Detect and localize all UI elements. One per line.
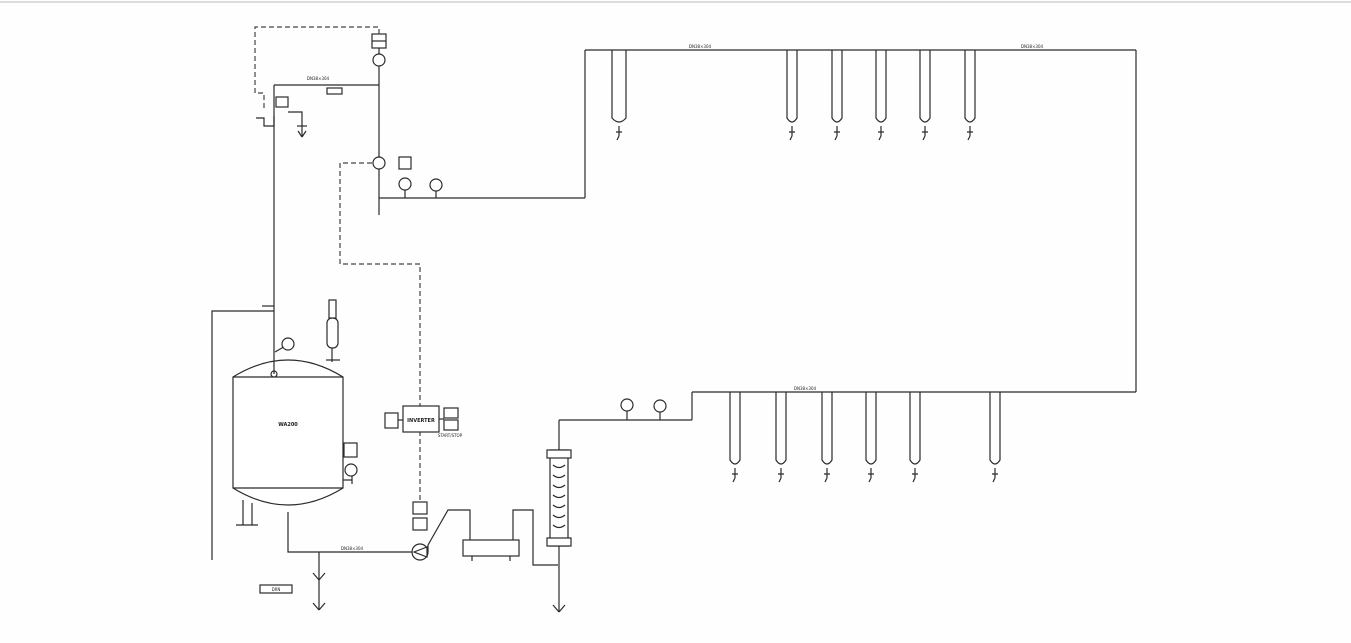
inverter-panel: INVERTER START/STOP	[384, 405, 463, 438]
lower-distribution: DN38×304	[559, 386, 1136, 421]
lower-drop-5	[909, 392, 921, 465]
pump-outlet: DRN DN38×304	[259, 501, 471, 611]
lower-valve-2	[778, 468, 784, 483]
lower-drop-4	[865, 392, 877, 465]
lower-valve-3	[824, 468, 830, 483]
heat-exchanger	[546, 420, 572, 613]
inverter-sub-label: START/STOP	[438, 433, 463, 438]
use-point-drops	[611, 50, 1001, 483]
supply-header	[372, 85, 585, 215]
pipe-spec-upper-1: DN38×304	[689, 44, 712, 49]
drain-box-label: DRN	[272, 587, 281, 592]
lower-drop-1	[729, 392, 741, 465]
pipe-spec-return: DN38×304	[307, 76, 330, 81]
upper-valve-6	[967, 126, 973, 141]
storage-tank: WA200	[232, 359, 344, 526]
pipe-spec-upper-2: DN38×304	[1021, 44, 1044, 49]
filter-housing	[462, 509, 558, 566]
upper-valve-5	[922, 126, 928, 141]
upper-valve-4	[878, 126, 884, 141]
lower-valve-4	[868, 468, 874, 483]
upper-distribution: DN38×304 DN38×304 DN38×304	[307, 44, 1137, 392]
lower-valve-5	[912, 468, 918, 483]
upper-drop-2	[786, 50, 798, 123]
return-line	[211, 65, 380, 560]
lower-valve-6	[992, 468, 998, 483]
lower-drop-6	[989, 392, 1001, 465]
inverter-label: INVERTER	[407, 418, 435, 424]
upper-drop-4	[875, 50, 887, 123]
lower-drop-2	[775, 392, 787, 465]
vent-filter	[326, 299, 340, 362]
upper-drop-1	[611, 50, 627, 123]
signal-line-top	[254, 26, 380, 110]
signal-line-inverter	[339, 162, 421, 406]
pipe-spec-pump: DN38×304	[341, 546, 364, 551]
pipe-spec-lower: DN38×304	[794, 386, 817, 391]
upper-valve-3	[834, 126, 840, 141]
upper-valve-2	[789, 126, 795, 141]
lower-valve-1	[732, 468, 738, 483]
upper-drop-6	[964, 50, 976, 123]
lower-drop-3	[821, 392, 833, 465]
upper-valve-1	[616, 126, 622, 141]
upper-drop-5	[919, 50, 931, 123]
return-line-instruments	[371, 33, 387, 67]
upper-drop-3	[831, 50, 843, 123]
tank-side-instruments	[343, 442, 358, 484]
tank-tag: WA200	[278, 422, 298, 428]
